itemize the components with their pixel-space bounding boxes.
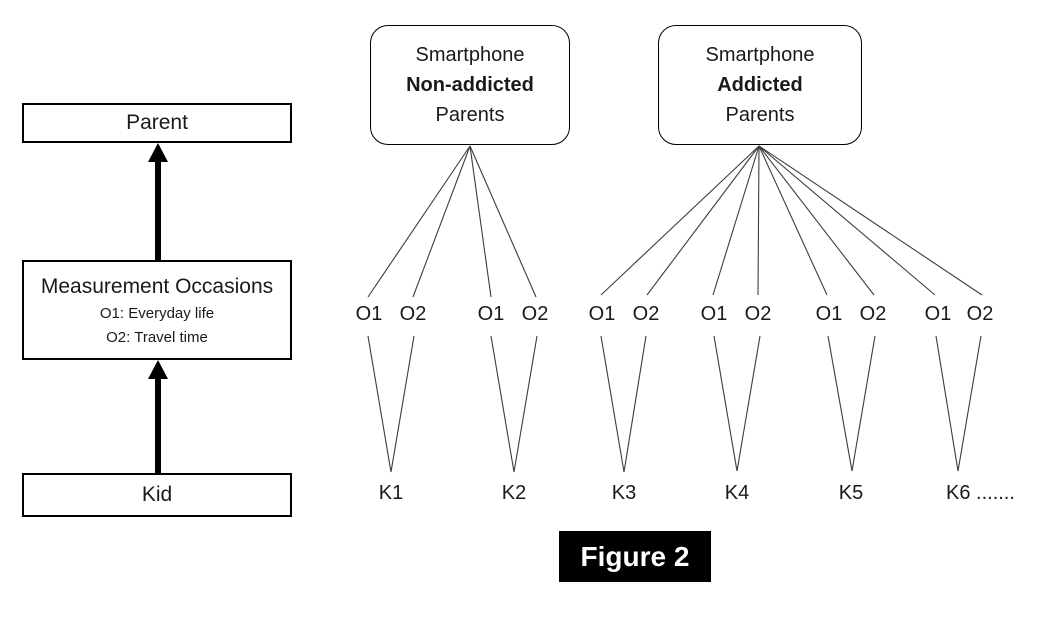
group-box-addicted-parents: Smartphone Addicted Parents — [658, 25, 862, 145]
measurement-occasions-box: Measurement Occasions O1: Everyday life … — [22, 260, 292, 360]
group-non-addicted-line3: Parents — [435, 104, 505, 126]
group-addicted-line3: Parents — [725, 104, 795, 126]
o2-label-pair5: O2 — [859, 303, 887, 325]
kid-label-k1: K1 — [378, 482, 404, 504]
group-non-addicted-line2: Non-addicted — [406, 74, 534, 96]
o2-label-pair1: O2 — [399, 303, 427, 325]
group-addicted-line1: Smartphone — [705, 44, 815, 66]
kid-label-k3: K3 — [611, 482, 637, 504]
kid-label-k4: K4 — [724, 482, 750, 504]
measurement-o2-description: O2: Travel time — [106, 329, 208, 346]
group-addicted-line2: Addicted — [717, 74, 803, 96]
o2-label-pair6: O2 — [966, 303, 994, 325]
kid-label-k5: K5 — [838, 482, 864, 504]
measurement-occasions-title: Measurement Occasions — [40, 275, 274, 298]
o1-label-pair5: O1 — [815, 303, 843, 325]
group-box-non-addicted-parents: Smartphone Non-addicted Parents — [370, 25, 570, 145]
o2-label-pair4: O2 — [744, 303, 772, 325]
parent-box: Parent — [22, 103, 292, 143]
o1-label-pair6: O1 — [924, 303, 952, 325]
o1-label-pair2: O1 — [477, 303, 505, 325]
arrow-measurement-to-parent-shaft — [155, 161, 161, 260]
group-non-addicted-line1: Smartphone — [415, 44, 525, 66]
o1-label-pair3: O1 — [588, 303, 616, 325]
parent-box-label: Parent — [126, 111, 188, 134]
o2-label-pair2: O2 — [521, 303, 549, 325]
measurement-o1-description: O1: Everyday life — [99, 305, 215, 322]
arrow-kid-to-measurement-shaft — [155, 378, 161, 473]
o1-label-pair1: O1 — [355, 303, 383, 325]
kid-box-label: Kid — [141, 483, 173, 506]
figure-caption-label: Figure 2 — [580, 540, 690, 572]
o2-label-pair3: O2 — [632, 303, 660, 325]
figure-caption: Figure 2 — [559, 531, 711, 582]
arrow-kid-to-measurement-head — [148, 360, 168, 379]
kid-box: Kid — [22, 473, 292, 517]
o1-label-pair4: O1 — [700, 303, 728, 325]
kid-label-k2: K2 — [501, 482, 527, 504]
arrow-measurement-to-parent-head — [148, 143, 168, 162]
kid-label-k6: K6 ....... — [946, 482, 1015, 504]
